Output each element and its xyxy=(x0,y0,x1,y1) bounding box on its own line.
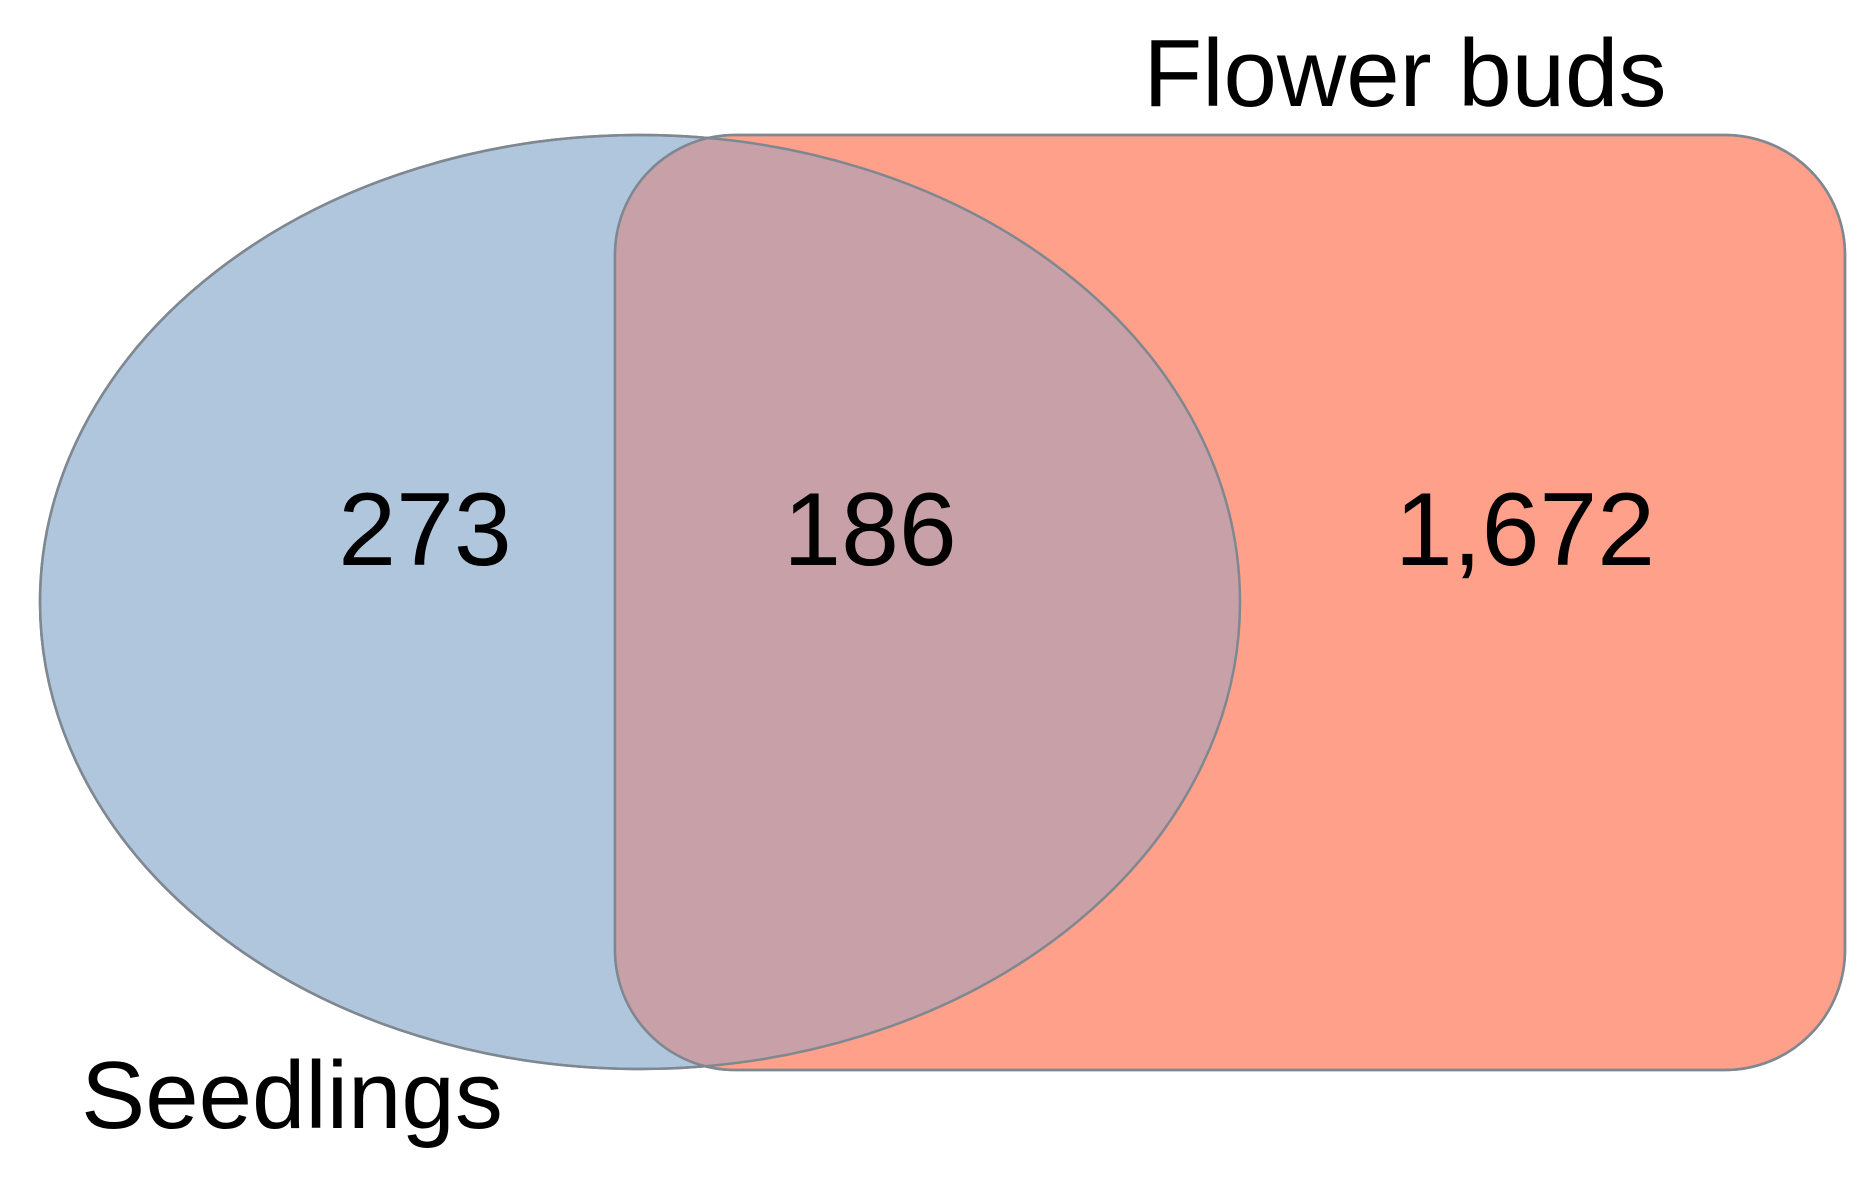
count-seedlings-only: 273 xyxy=(338,472,512,588)
set-label-seedlings: Seedlings xyxy=(81,1042,503,1149)
set-flower-buds-outline xyxy=(613,133,1847,1072)
set-seedlings-outline xyxy=(38,133,1242,1071)
count-intersection: 186 xyxy=(783,472,957,588)
set-label-flower-buds: Flower buds xyxy=(1144,20,1667,127)
count-flower-buds-only: 1,672 xyxy=(1395,472,1655,588)
intersection-region xyxy=(615,135,1240,1069)
